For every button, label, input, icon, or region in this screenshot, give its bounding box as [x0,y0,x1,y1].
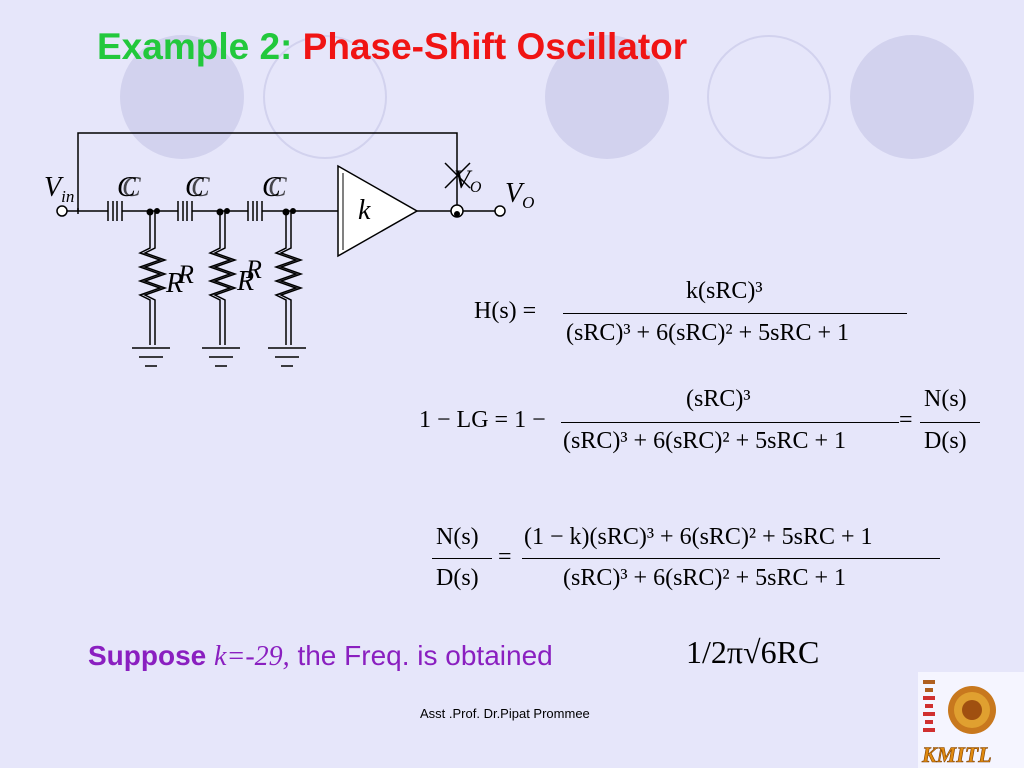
eq1-denominator: (sRC)³ + 6(sRC)² + 5sRC + 1 [566,320,850,346]
eq3-denominator: (sRC)³ + 6(sRC)² + 5sRC + 1 [563,565,847,591]
capacitor-label: C [185,172,204,203]
eq2-numerator: (sRC)³ [686,386,751,412]
statement-rest: the Freq. is obtained [289,640,553,671]
eq2-denominator: (sRC)³ + 6(sRC)² + 5sRC + 1 [563,428,847,454]
eq2-rhs-numerator: N(s) [924,386,967,412]
suppose-statement: Suppose k=-29, the Freq. is obtained [88,640,553,673]
eq2-lhs: 1 − LG = 1 − [419,407,546,433]
capacitor-label: C [262,172,281,203]
logo-text: KMITL [921,742,992,767]
resistor-label: R [165,268,183,299]
vo-label: VO [505,178,534,212]
eq3-equals: = [498,544,512,570]
author-footer: Asst .Prof. Dr.Pipat Prommee [420,706,590,721]
k-value: k=-29, [214,641,290,672]
resistor-label: R [236,266,254,297]
eq2-equals: = [899,407,913,433]
eq2-rhs-fraction-bar [920,422,980,423]
decor-ring [263,35,387,159]
frequency-formula: 1/2π√6RC [686,634,820,670]
capacitor-label: C [122,172,141,203]
eq1-lhs: H(s) = [474,298,537,324]
eq3-lhs-numerator: N(s) [436,524,479,550]
suppose-word: Suppose [88,640,207,671]
eq3-lhs-fraction-bar [432,558,492,559]
capacitor-label: C [117,172,136,203]
eq3-lhs-denominator: D(s) [436,565,479,591]
decor-circle [850,35,974,159]
decor-circle [545,35,669,159]
vo-label-small: VO [454,165,482,196]
title-prefix: Example 2: [97,26,293,67]
eq2-rhs-denominator: D(s) [924,428,967,454]
resistor-label: R [245,255,262,284]
kmitl-logo: KMITL [918,672,1024,768]
eq1-fraction-bar [563,313,907,314]
decor-circle [120,35,244,159]
decor-ring [707,35,831,159]
eq1-numerator: k(sRC)³ [686,278,763,304]
resistor-label: R [177,260,194,289]
title-main: Phase-Shift Oscillator [302,26,688,67]
gain-label: k [358,195,371,226]
eq3-numerator: (1 − k)(sRC)³ + 6(sRC)² + 5sRC + 1 [524,524,873,550]
eq2-fraction-bar [561,422,899,423]
eq3-fraction-bar [522,558,940,559]
slide-title: Example 2: Phase-Shift Oscillator [97,26,687,68]
capacitor-label: C [191,172,210,203]
phase-shift-circuit: Vin C C C C C C R R R R k VO VO [44,132,534,367]
vin-label: Vin [44,172,74,206]
capacitor-label: C [268,172,287,203]
